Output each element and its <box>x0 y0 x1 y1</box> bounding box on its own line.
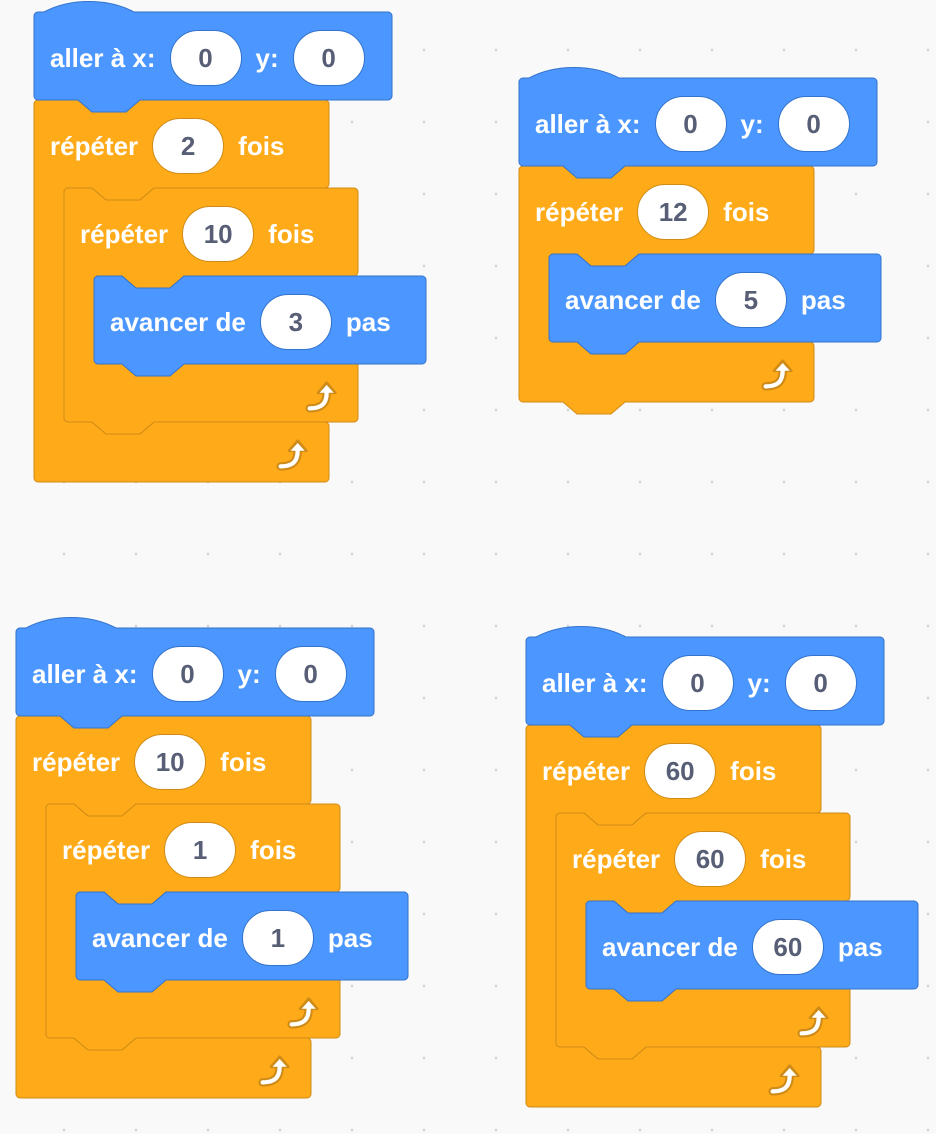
repeat-label: répéter <box>535 196 624 227</box>
times-label: fois <box>760 843 807 874</box>
move-steps-block[interactable]: avancer de 1 pas <box>92 894 373 982</box>
goto-xy-block[interactable]: aller à x: 0 y: 0 <box>542 639 857 727</box>
times-label: fois <box>723 196 770 227</box>
repeat-block-outer[interactable]: répéter 12 fois <box>535 168 769 256</box>
repeat-block-inner[interactable]: répéter 1 fois <box>62 806 296 894</box>
repeat-count-input[interactable]: 1 <box>164 822 237 878</box>
move-label: avancer de <box>92 922 228 953</box>
repeat-count-input[interactable]: 60 <box>644 743 717 799</box>
goto-label: aller à x: <box>535 108 641 139</box>
repeat-count-input[interactable]: 2 <box>152 118 225 174</box>
steps-label: pas <box>345 306 391 337</box>
y-label: y: <box>237 658 261 689</box>
repeat-arrow-icon <box>797 1006 829 1038</box>
script-1[interactable]: aller à x: 0 y: 0 répéter 2 fois répéter… <box>33 1 434 487</box>
repeat-label: répéter <box>542 755 631 786</box>
y-label: y: <box>747 667 771 698</box>
move-steps-block[interactable]: avancer de 60 pas <box>602 903 883 991</box>
repeat-arrow-icon <box>258 1055 290 1087</box>
steps-input[interactable]: 60 <box>751 919 824 975</box>
repeat-count-input[interactable]: 60 <box>674 831 747 887</box>
times-label: fois <box>268 218 315 249</box>
move-steps-block[interactable]: avancer de 3 pas <box>110 278 391 366</box>
times-label: fois <box>730 755 777 786</box>
move-label: avancer de <box>565 284 701 315</box>
repeat-label: répéter <box>50 130 139 161</box>
y-input[interactable]: 0 <box>777 96 850 152</box>
repeat-block-outer[interactable]: répéter 60 fois <box>542 727 776 815</box>
times-label: fois <box>220 746 267 777</box>
goto-xy-block[interactable]: aller à x: 0 y: 0 <box>32 630 347 718</box>
y-label: y: <box>740 108 764 139</box>
move-label: avancer de <box>110 306 246 337</box>
move-label: avancer de <box>602 931 738 962</box>
steps-input[interactable]: 1 <box>241 910 314 966</box>
steps-input[interactable]: 5 <box>714 272 787 328</box>
y-label: y: <box>255 42 279 73</box>
repeat-count-input[interactable]: 10 <box>182 206 255 262</box>
times-label: fois <box>250 834 297 865</box>
y-input[interactable]: 0 <box>784 655 857 711</box>
x-input[interactable]: 0 <box>654 96 727 152</box>
repeat-block-outer[interactable]: répéter 10 fois <box>32 718 266 806</box>
repeat-arrow-icon <box>287 997 319 1029</box>
x-input[interactable]: 0 <box>151 646 224 702</box>
y-input[interactable]: 0 <box>292 30 365 86</box>
repeat-label: répéter <box>80 218 169 249</box>
repeat-arrow-icon <box>305 381 337 413</box>
script-4-block-shapes <box>525 626 919 1108</box>
repeat-arrow-icon <box>768 1064 800 1096</box>
steps-label: pas <box>800 284 846 315</box>
goto-label: aller à x: <box>50 42 156 73</box>
goto-xy-block[interactable]: aller à x: 0 y: 0 <box>50 14 365 102</box>
x-input[interactable]: 0 <box>661 655 734 711</box>
script-3[interactable]: aller à x: 0 y: 0 répéter 10 fois répéte… <box>15 617 416 1103</box>
repeat-block-inner[interactable]: répéter 10 fois <box>80 190 314 278</box>
steps-label: pas <box>327 922 373 953</box>
script-2[interactable]: aller à x: 0 y: 0 répéter 12 fois avance… <box>518 67 889 418</box>
repeat-count-input[interactable]: 10 <box>134 734 207 790</box>
script-4[interactable]: aller à x: 0 y: 0 répéter 60 fois répéte… <box>525 626 926 1112</box>
repeat-count-input[interactable]: 12 <box>637 184 710 240</box>
repeat-arrow-icon <box>761 359 793 391</box>
repeat-arrow-icon <box>276 439 308 471</box>
x-input[interactable]: 0 <box>169 30 242 86</box>
steps-input[interactable]: 3 <box>259 294 332 350</box>
goto-label: aller à x: <box>542 667 648 698</box>
steps-label: pas <box>837 931 883 962</box>
repeat-label: répéter <box>32 746 121 777</box>
goto-label: aller à x: <box>32 658 138 689</box>
repeat-block-inner[interactable]: répéter 60 fois <box>572 815 806 903</box>
repeat-label: répéter <box>572 843 661 874</box>
y-input[interactable]: 0 <box>274 646 347 702</box>
repeat-label: répéter <box>62 834 151 865</box>
repeat-block-outer[interactable]: répéter 2 fois <box>50 102 284 190</box>
times-label: fois <box>238 130 285 161</box>
goto-xy-block[interactable]: aller à x: 0 y: 0 <box>535 80 850 168</box>
move-steps-block[interactable]: avancer de 5 pas <box>565 256 846 344</box>
